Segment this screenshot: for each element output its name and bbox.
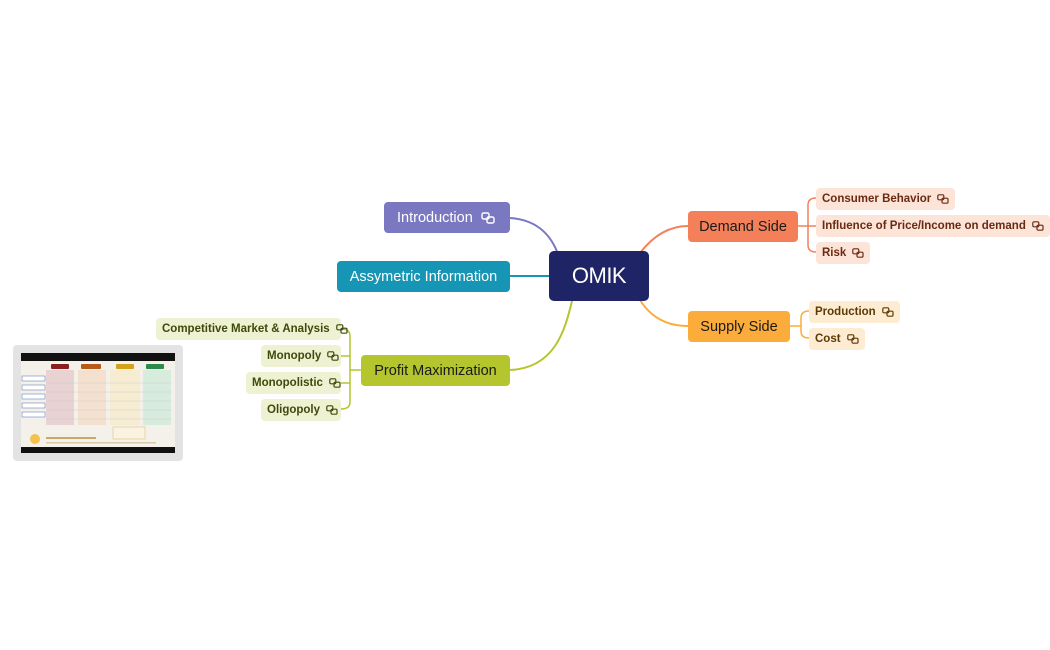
link-copy-icon[interactable] bbox=[481, 211, 495, 224]
subtopic-label: Oligopoly bbox=[267, 404, 321, 416]
link-copy-icon[interactable] bbox=[1032, 221, 1044, 231]
topic-profit-maximization[interactable]: Profit Maximization bbox=[361, 355, 510, 386]
subtopic-label: Risk bbox=[822, 247, 847, 259]
subtopic-production[interactable]: Production bbox=[809, 301, 900, 323]
topic-supply-label: Supply Side bbox=[700, 318, 778, 335]
link-copy-icon[interactable] bbox=[329, 378, 341, 388]
slide-image-thumbnail[interactable] bbox=[13, 345, 183, 461]
root-topic-label: OMIK bbox=[571, 263, 627, 288]
slide-top-bar bbox=[21, 353, 175, 361]
link-copy-icon[interactable] bbox=[937, 194, 949, 204]
topic-asymmetric-label: Assymetric Information bbox=[349, 268, 498, 285]
topic-supply-side[interactable]: Supply Side bbox=[688, 311, 790, 342]
subtopic-label: Production bbox=[815, 306, 876, 318]
subtopic-cost[interactable]: Cost bbox=[809, 328, 865, 350]
root-topic[interactable]: OMIK bbox=[549, 251, 649, 301]
link-copy-icon[interactable] bbox=[326, 405, 338, 415]
subtopic-label: Monopolistic bbox=[252, 377, 323, 389]
subtopic-label: Monopoly bbox=[267, 350, 322, 362]
slide-image-preview bbox=[21, 353, 175, 453]
link-copy-icon[interactable] bbox=[327, 351, 339, 361]
subtopic-label: Competitive Market & Analysis bbox=[162, 323, 330, 335]
subtopic-monopoly[interactable]: Monopoly bbox=[261, 345, 341, 367]
subtopic-consumer-behavior[interactable]: Consumer Behavior bbox=[816, 188, 956, 210]
topic-introduction-label: Introduction bbox=[397, 209, 473, 226]
link-copy-icon[interactable] bbox=[852, 248, 864, 258]
link-copy-icon[interactable] bbox=[335, 324, 348, 334]
topic-introduction[interactable]: Introduction bbox=[384, 202, 510, 233]
slide-bottom-bar bbox=[21, 447, 175, 453]
subtopic-oligopoly[interactable]: Oligopoly bbox=[261, 399, 341, 421]
subtopic-label: Consumer Behavior bbox=[822, 193, 932, 205]
subtopic-monopolistic[interactable]: Monopolistic bbox=[246, 372, 341, 394]
subtopic-risk[interactable]: Risk bbox=[816, 242, 871, 264]
link-copy-icon[interactable] bbox=[881, 307, 894, 317]
topic-demand-label: Demand Side bbox=[699, 218, 787, 235]
subtopic-label: Influence of Price/Income on demand bbox=[822, 220, 1026, 232]
market-structure-table-image bbox=[21, 364, 171, 444]
topic-asymmetric-information[interactable]: Assymetric Information bbox=[337, 261, 510, 292]
subtopic-influence-price-income[interactable]: Influence of Price/Income on demand bbox=[816, 215, 1050, 237]
subtopic-label: Cost bbox=[815, 333, 841, 345]
topic-profit-label: Profit Maximization bbox=[374, 362, 497, 379]
subtopic-competitive-market[interactable]: Competitive Market & Analysis bbox=[156, 318, 348, 340]
link-copy-icon[interactable] bbox=[846, 334, 859, 344]
topic-demand-side[interactable]: Demand Side bbox=[688, 211, 798, 242]
